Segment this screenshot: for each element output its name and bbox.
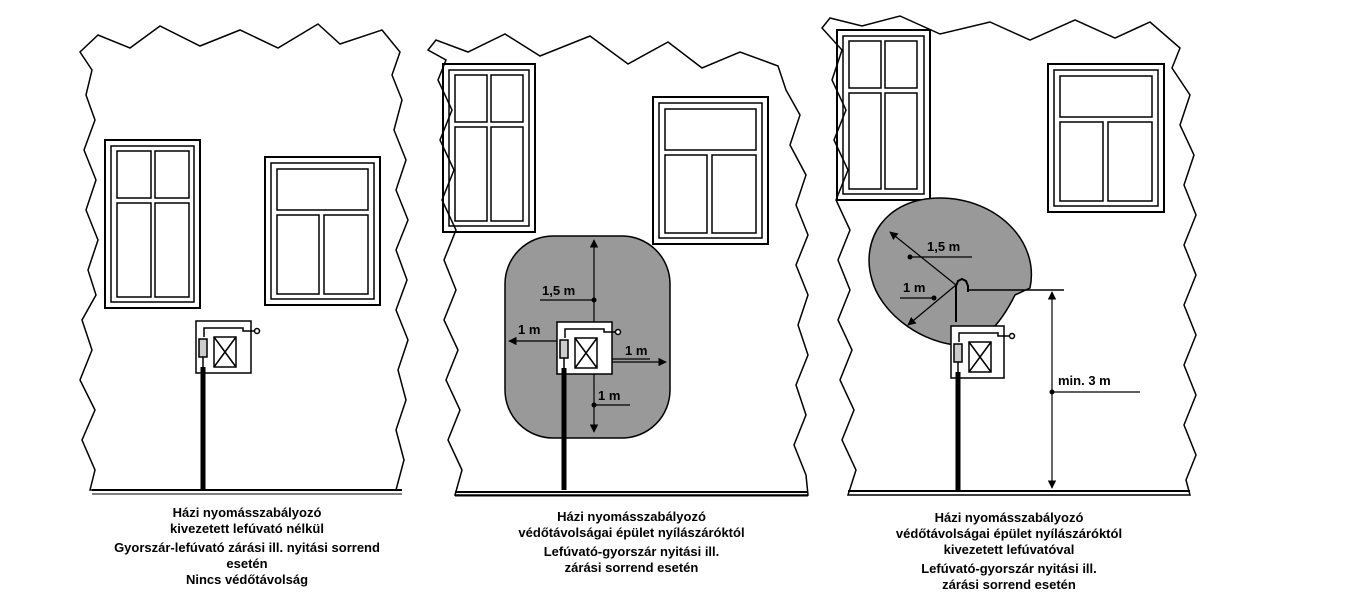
label-top-distance: 1,5 m [542, 283, 575, 298]
label-left-distance: 1 m [518, 322, 540, 337]
dimension-dot [591, 402, 597, 408]
caption-right: Házi nyomásszabályozó védőtávolságai épü… [838, 510, 1180, 593]
caption-left: Házi nyomásszabályozó kivezetett lefúvat… [92, 505, 402, 588]
label-right-distance: 1 m [625, 343, 647, 358]
caption-line: kivezetett lefúvatóval [943, 542, 1075, 557]
dimension-dot [931, 295, 937, 301]
pressure-regulator [195, 320, 261, 374]
label-bottom-distance: 1 m [598, 388, 620, 403]
panel-right: 1,5 m 1 m min. 3 m [821, 15, 1197, 496]
wall-outline [79, 23, 409, 491]
window-wide [264, 156, 381, 306]
caption-middle: Házi nyomásszabályozó védőtávolságai épü… [455, 509, 808, 576]
window-tall [442, 63, 536, 233]
caption-line: Házi nyomásszabályozó [557, 509, 706, 524]
panel-middle: 1,5 m 1 m 1 m 1 m [426, 33, 809, 497]
caption-line: Lefúvató-gyorszár nyitási ill. [543, 544, 720, 559]
window-tall [836, 29, 931, 201]
pressure-regulator [950, 325, 1016, 379]
caption-line: védőtávolságai épület nyílászáróktól [518, 525, 745, 540]
caption-line: Gyorszár-lefúvató zárási ill. nyitási so… [114, 540, 380, 555]
caption-line: Lefúvató-gyorszár nyitási ill. [921, 561, 1097, 576]
pressure-regulator [556, 321, 622, 375]
dimension-lines [508, 239, 667, 433]
vent-pipe [955, 277, 1064, 322]
label-min-height: min. 3 m [1058, 373, 1111, 388]
window-tall [104, 139, 201, 309]
caption-line: Házi nyomásszabályozó [934, 510, 1084, 525]
label-lower-radius: 1 m [903, 280, 925, 295]
caption-line: kivezetett lefúvató nélkül [170, 521, 324, 536]
panel-left [79, 23, 409, 495]
caption-line: zárási sorrend esetén [942, 577, 1076, 592]
dimension-dot [1049, 389, 1055, 395]
window-wide [1047, 63, 1165, 213]
caption-line: Házi nyomásszabályozó [172, 505, 322, 520]
caption-line: védőtávolságai épület nyílászáróktól [895, 526, 1123, 541]
caption-line: zárási sorrend esetén [564, 560, 699, 575]
dimension-dot [907, 254, 913, 260]
label-upper-radius: 1,5 m [927, 239, 960, 254]
dimension-dot [591, 297, 597, 303]
caption-line: esetén [226, 556, 268, 571]
caption-line: Nincs védőtávolság [185, 572, 309, 587]
window-wide [652, 96, 769, 245]
